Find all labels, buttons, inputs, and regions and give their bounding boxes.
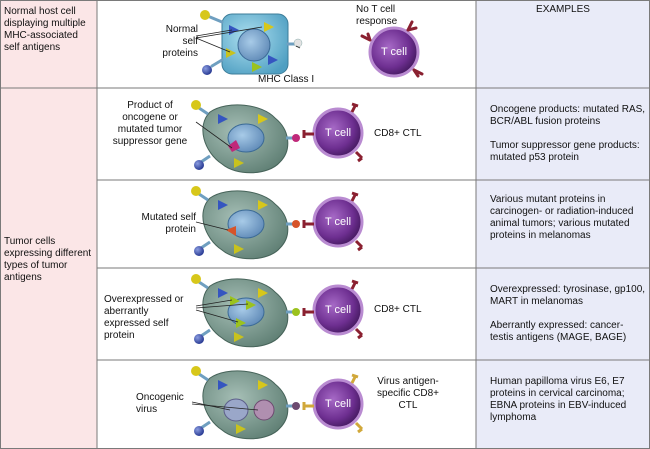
tumor-cell-4 xyxy=(191,366,300,440)
row2-antigen-label: Mutated self protein xyxy=(141,212,196,235)
no-response-label: No T cell response xyxy=(356,4,398,27)
row3-antigen-label: Overexpressed or aberrantly expressed se… xyxy=(104,294,184,341)
row3-ctl-label: CD8+ CTL xyxy=(374,304,422,315)
tumor-cell-1 xyxy=(191,100,300,174)
row1-antigen-label: Product of oncogene or mutated tumor sup… xyxy=(112,100,188,147)
row1-ctl-label: CD8+ CTL xyxy=(374,128,422,139)
normal-cell-label: Normal host cell displaying multiple MHC… xyxy=(4,6,86,53)
normal-t-cell-text: T cell xyxy=(380,46,408,58)
row1-example2: Tumor suppressor gene products: mutated … xyxy=(490,140,640,163)
row3-example1: Overexpressed: tyrosinase, gp100, MART i… xyxy=(490,284,646,307)
row4-antigen-label: Oncogenic virus xyxy=(136,392,184,415)
self-protein-pointer-lines xyxy=(195,26,301,53)
t-cell-1 xyxy=(302,102,364,163)
normal-host-cell xyxy=(221,13,289,75)
tumor-cell-3 xyxy=(191,274,300,348)
mhc-class-label: MHC Class I xyxy=(258,74,315,85)
row3-example2: Aberrantly expressed: cancer-testis anti… xyxy=(490,320,627,343)
tumor-cell-2 xyxy=(191,186,300,260)
t-cell-3 xyxy=(302,279,364,340)
row3-tcell-text: T cell xyxy=(324,304,352,316)
normal-mhc-peptides xyxy=(200,10,303,75)
row1-example1: Oncogene products: mutated RAS, BCR/ABL … xyxy=(490,104,646,127)
normal-self-proteins-label: Normal self proteins xyxy=(162,24,198,59)
row4-example1: Human papilloma virus E6, E7 proteins in… xyxy=(490,376,627,423)
t-cell-2 xyxy=(302,191,364,252)
tumor-cells-label: Tumor cells expressing different types o… xyxy=(4,236,92,283)
t-cell-4 xyxy=(302,373,364,434)
row1-tcell-text: T cell xyxy=(324,127,352,139)
row4-tcell-text: T cell xyxy=(324,398,352,410)
row4-ctl-label: Virus antigen-specific CD8+ CTL xyxy=(377,376,439,411)
row2-tcell-text: T cell xyxy=(324,216,352,228)
row2-example1: Various mutant proteins in carcinogen- o… xyxy=(490,194,634,241)
normal-t-cell xyxy=(360,20,424,78)
examples-header: EXAMPLES xyxy=(536,4,590,15)
